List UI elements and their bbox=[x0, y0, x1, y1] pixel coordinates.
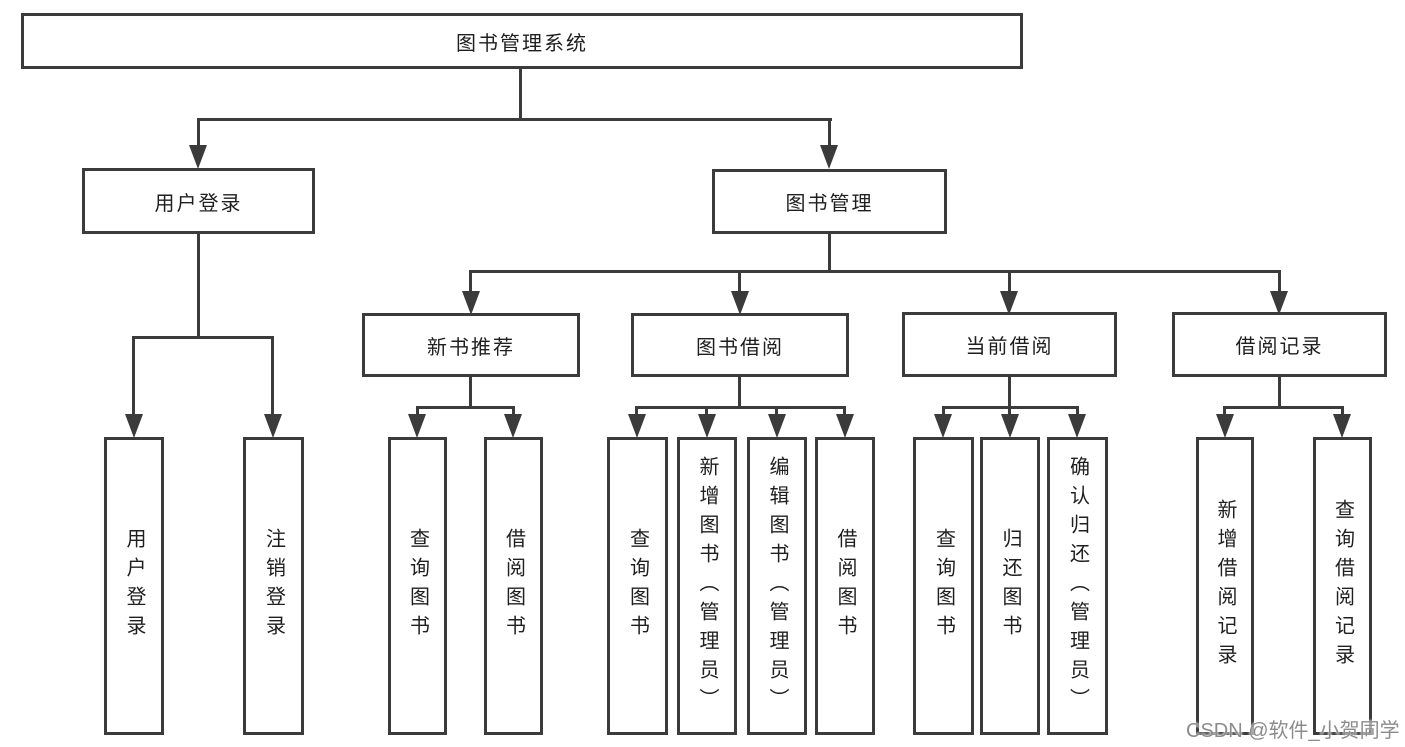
node-new-book-recommendation: 新书推荐 bbox=[362, 313, 580, 377]
connector-line bbox=[1008, 406, 1011, 416]
connector-line bbox=[1223, 406, 1344, 409]
node-book-borrowing: 图书借阅 bbox=[631, 313, 849, 377]
arrow-down-icon bbox=[408, 414, 426, 438]
connector-line bbox=[519, 69, 522, 118]
arrow-down-icon bbox=[1000, 291, 1018, 315]
connector-line bbox=[843, 406, 846, 416]
leaf-query-books-borrowing: 查询图书 bbox=[607, 437, 668, 735]
leaf-borrow-books-recommend: 借阅图书 bbox=[484, 437, 543, 735]
arrow-down-icon bbox=[462, 291, 480, 315]
connector-line bbox=[512, 406, 515, 416]
csdn-watermark: CSDN @软件_小贺同学 bbox=[1186, 720, 1400, 742]
connector-line bbox=[271, 336, 274, 416]
connector-line bbox=[1341, 406, 1344, 416]
node-user-login: 用户登录 bbox=[82, 168, 315, 234]
arrow-down-icon bbox=[768, 414, 786, 438]
connector-line bbox=[1223, 406, 1226, 416]
node-root: 图书管理系统 bbox=[21, 13, 1023, 69]
arrow-down-icon bbox=[1068, 414, 1086, 438]
arrow-down-icon bbox=[836, 414, 854, 438]
connector-line bbox=[828, 118, 831, 148]
connector-line bbox=[1278, 377, 1281, 406]
leaf-return-books: 归还图书 bbox=[980, 437, 1040, 735]
node-book-management: 图书管理 bbox=[712, 169, 947, 234]
arrow-down-icon bbox=[1270, 291, 1288, 315]
connector-line bbox=[416, 406, 419, 416]
connector-line bbox=[197, 118, 200, 148]
leaf-query-books-recommend: 查询图书 bbox=[388, 437, 447, 735]
connector-line bbox=[635, 406, 638, 416]
connector-line bbox=[828, 234, 831, 270]
connector-line bbox=[197, 118, 832, 121]
leaf-user-login: 用户登录 bbox=[104, 437, 164, 735]
node-current-borrowing: 当前借阅 bbox=[902, 312, 1117, 377]
arrow-down-icon bbox=[934, 414, 952, 438]
connector-line bbox=[469, 270, 1281, 273]
connector-line bbox=[1278, 270, 1281, 294]
arrow-down-icon bbox=[731, 291, 749, 315]
connector-line bbox=[197, 234, 200, 336]
connector-line bbox=[775, 406, 778, 416]
arrow-down-icon bbox=[125, 414, 143, 438]
connector-line bbox=[469, 377, 472, 406]
leaf-query-books-current: 查询图书 bbox=[913, 437, 974, 735]
connector-line bbox=[1076, 406, 1079, 416]
leaf-edit-book-admin: 编辑图书（管理员） bbox=[747, 437, 807, 735]
connector-line bbox=[705, 406, 708, 416]
arrow-down-icon bbox=[1216, 414, 1234, 438]
leaf-query-borrow-record: 查询借阅记录 bbox=[1313, 437, 1372, 735]
leaf-logout: 注销登录 bbox=[243, 437, 304, 735]
connector-line bbox=[132, 336, 274, 339]
leaf-borrow-books-borrowing: 借阅图书 bbox=[815, 437, 875, 735]
arrow-down-icon bbox=[628, 414, 646, 438]
leaf-add-book-admin: 新增图书（管理员） bbox=[677, 437, 737, 735]
connector-line bbox=[469, 270, 472, 294]
arrow-down-icon bbox=[1001, 414, 1019, 438]
arrow-down-icon bbox=[264, 414, 282, 438]
arrow-down-icon bbox=[820, 145, 838, 169]
connector-line bbox=[635, 406, 846, 409]
arrow-down-icon bbox=[698, 414, 716, 438]
arrow-down-icon bbox=[504, 414, 522, 438]
connector-line bbox=[942, 406, 945, 416]
leaf-add-borrow-record: 新增借阅记录 bbox=[1196, 437, 1254, 735]
connector-line bbox=[738, 377, 741, 406]
node-borrowing-records: 借阅记录 bbox=[1172, 312, 1387, 377]
connector-line bbox=[416, 406, 515, 409]
connector-line bbox=[1008, 377, 1011, 406]
arrow-down-icon bbox=[189, 145, 207, 169]
connector-line bbox=[738, 270, 741, 294]
connector-line bbox=[132, 336, 135, 416]
leaf-confirm-return-admin: 确认归还（管理员） bbox=[1047, 437, 1108, 735]
connector-line bbox=[1008, 270, 1011, 294]
arrow-down-icon bbox=[1333, 414, 1351, 438]
